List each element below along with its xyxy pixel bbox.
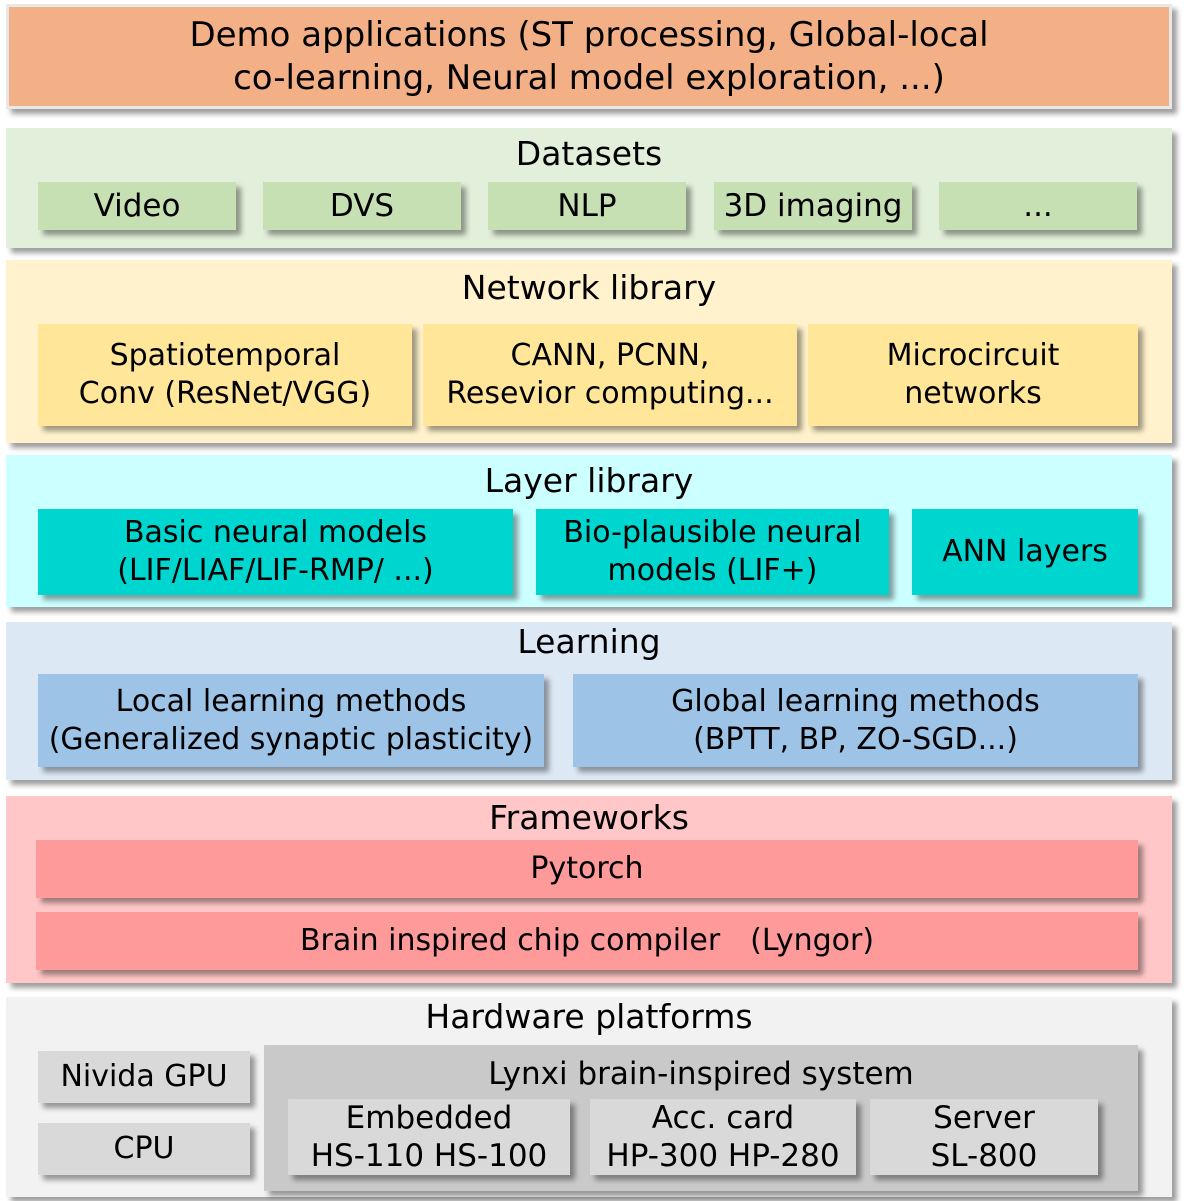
learning-panel: Learning Local learning methods (General… — [6, 622, 1172, 780]
dataset-more: ... — [939, 182, 1137, 230]
dataset-video: Video — [38, 182, 236, 230]
demo-applications-label: Demo applications (ST processing, Global… — [189, 14, 989, 98]
hardware-platforms-panel: Hardware platforms Nivida GPU CPU Lynxi … — [6, 997, 1172, 1197]
network-cann-pcnn: CANN, PCNN, Resevior computing... — [423, 324, 797, 426]
lynxi-embedded: Embedded HS-110 HS-100 — [288, 1099, 570, 1175]
layer-library-panel: Layer library Basic neural models (LIF/L… — [6, 455, 1172, 607]
layer-ann-layers: ANN layers — [912, 509, 1138, 595]
datasets-panel: Datasets Video DVS NLP 3D imaging ... — [6, 128, 1172, 248]
network-spatiotemporal-conv: Spatiotemporal Conv (ResNet/VGG) — [38, 324, 412, 426]
layer-bio-plausible-models: Bio-plausible neural models (LIF+) — [536, 509, 889, 595]
hardware-nvidia-gpu: Nivida GPU — [38, 1051, 250, 1103]
learning-local-methods: Local learning methods (Generalized syna… — [38, 674, 544, 767]
frameworks-title: Frameworks — [489, 798, 689, 837]
dataset-nlp: NLP — [488, 182, 686, 230]
datasets-title: Datasets — [515, 134, 663, 173]
framework-chip-compiler: Brain inspired chip compiler (Lyngor) — [36, 912, 1138, 970]
network-microcircuit: Microcircuit networks — [808, 324, 1138, 426]
lynxi-system-title: Lynxi brain-inspired system — [488, 1056, 914, 1092]
network-library-title: Network library — [461, 268, 717, 307]
learning-title: Learning — [517, 622, 661, 661]
demo-applications-panel: Demo applications (ST processing, Global… — [6, 4, 1172, 109]
framework-pytorch: Pytorch — [36, 840, 1138, 898]
layer-library-title: Layer library — [484, 461, 694, 500]
lynxi-system-panel: Lynxi brain-inspired system Embedded HS-… — [264, 1045, 1138, 1191]
dataset-dvs: DVS — [263, 182, 461, 230]
hardware-cpu: CPU — [38, 1123, 250, 1175]
lynxi-server: Server SL-800 — [870, 1099, 1098, 1175]
lynxi-acc-card: Acc. card HP-300 HP-280 — [590, 1099, 856, 1175]
hardware-platforms-title: Hardware platforms — [425, 997, 753, 1036]
network-library-panel: Network library Spatiotemporal Conv (Res… — [6, 260, 1172, 443]
layer-basic-neural-models: Basic neural models (LIF/LIAF/LIF-RMP/ .… — [38, 509, 513, 595]
frameworks-panel: Frameworks Pytorch Brain inspired chip c… — [6, 796, 1172, 983]
dataset-3d-imaging: 3D imaging — [714, 182, 912, 230]
learning-global-methods: Global learning methods (BPTT, BP, ZO-SG… — [573, 674, 1138, 767]
